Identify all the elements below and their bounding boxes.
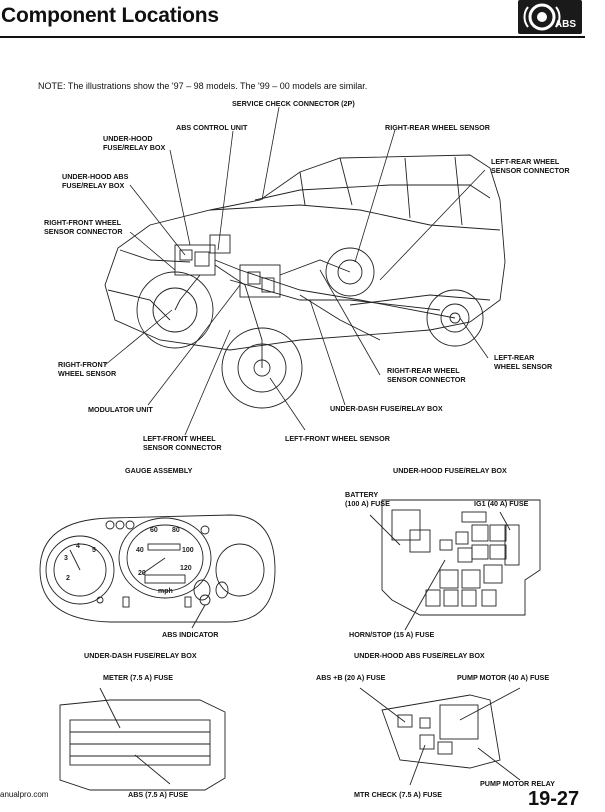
label-modulator-unit: MODULATOR UNIT — [88, 405, 153, 414]
brake-disc-icon — [523, 3, 561, 31]
label-under-dash-fuse-relay-box-title: UNDER-DASH FUSE/RELAY BOX — [84, 651, 197, 660]
page-title: Component Locations — [1, 4, 219, 27]
abs-badge: ABS — [518, 0, 582, 34]
label-ig1-fuse: IG1 (40 A) FUSE — [474, 499, 529, 508]
tach-tick-5: 5 — [92, 547, 96, 554]
under-dash-fuse-box — [59, 687, 226, 791]
label-right-front-wheel-sensor-connector: RIGHT-FRONT WHEEL SENSOR CONNECTOR — [44, 218, 123, 236]
brake-lines — [174, 259, 456, 368]
page-number: 19-27 — [528, 788, 580, 810]
engine-components — [174, 234, 281, 298]
label-right-front-wheel-sensor: RIGHT-FRONT WHEEL SENSOR — [58, 360, 117, 378]
label-left-front-wheel-sensor-connector: LEFT-FRONT WHEEL SENSOR CONNECTOR — [143, 434, 222, 452]
label-under-hood-abs-fuse-relay-box: UNDER-HOOD ABS FUSE/RELAY BOX — [62, 172, 129, 190]
speed-tick-100: 100 — [182, 547, 194, 554]
speed-unit: mph — [158, 588, 173, 595]
label-meter-fuse: METER (7.5 A) FUSE — [103, 673, 174, 682]
label-right-rear-wheel-sensor: RIGHT-REAR WHEEL SENSOR — [385, 123, 490, 132]
tach-tick-2: 2 — [66, 575, 70, 582]
label-abs-fuse: ABS (7.5 A) FUSE — [128, 790, 189, 799]
label-pump-motor-relay: PUMP MOTOR RELAY — [480, 779, 555, 788]
label-abs-b-fuse: ABS +B (20 A) FUSE — [316, 673, 386, 682]
label-mtr-check-fuse: MTR CHECK (7.5 A) FUSE — [354, 790, 442, 799]
label-pump-motor-fuse: PUMP MOTOR (40 A) FUSE — [457, 673, 550, 682]
speed-tick-40: 40 — [136, 547, 144, 554]
label-service-check-connector: SERVICE CHECK CONNECTOR (2P) — [232, 99, 355, 108]
vehicle-outline — [104, 154, 506, 351]
label-abs-control-unit: ABS CONTROL UNIT — [176, 123, 248, 132]
label-battery-fuse: BATTERY (100 A) FUSE — [345, 490, 390, 508]
label-left-front-wheel-sensor: LEFT-FRONT WHEEL SENSOR — [285, 434, 390, 443]
label-under-hood-abs-fuse-relay-box-title: UNDER-HOOD ABS FUSE/RELAY BOX — [354, 651, 485, 660]
speed-tick-60: 60 — [150, 527, 158, 534]
footer-site: anualpro.com — [0, 790, 49, 799]
speed-tick-80: 80 — [172, 527, 180, 534]
header-rule — [0, 36, 585, 38]
label-gauge-assembly: GAUGE ASSEMBLY — [125, 466, 193, 475]
under-hood-fuse-box — [369, 499, 541, 631]
speed-tick-120: 120 — [180, 565, 192, 572]
label-abs-indicator: ABS INDICATOR — [162, 630, 219, 639]
gauge-assembly — [39, 514, 276, 629]
speed-tick-20: 20 — [138, 570, 146, 577]
label-right-rear-wheel-sensor-connector: RIGHT-REAR WHEEL SENSOR CONNECTOR — [387, 366, 466, 384]
leader-lines — [104, 106, 489, 436]
tach-tick-4: 4 — [76, 543, 80, 550]
wheels — [136, 247, 484, 409]
label-left-rear-wheel-sensor: LEFT-REAR WHEEL SENSOR — [494, 353, 553, 371]
label-under-dash-fuse-relay-box: UNDER-DASH FUSE/RELAY BOX — [330, 404, 443, 413]
label-under-hood-fuse-relay-box: UNDER-HOOD FUSE/RELAY BOX — [103, 134, 166, 152]
abs-badge-label: ABS — [554, 19, 576, 30]
label-left-rear-wheel-sensor-connector: LEFT-REAR WHEEL SENSOR CONNECTOR — [491, 157, 570, 175]
label-horn-stop-fuse: HORN/STOP (15 A) FUSE — [349, 630, 435, 639]
under-hood-abs-fuse-box — [359, 687, 521, 786]
note-text: NOTE: The illustrations show the '97 – 9… — [38, 81, 368, 91]
tach-tick-3: 3 — [64, 555, 68, 562]
label-under-hood-fuse-relay-box-title: UNDER-HOOD FUSE/RELAY BOX — [393, 466, 507, 475]
